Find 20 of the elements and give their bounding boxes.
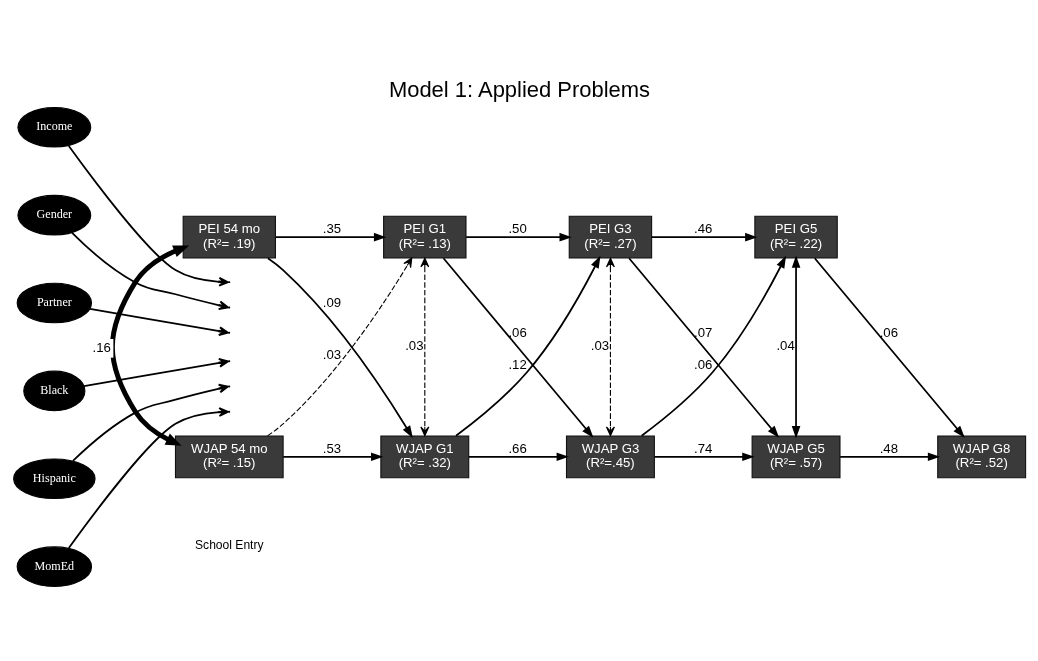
edge-label: .74 <box>693 441 712 457</box>
edge-label: .04 <box>775 338 795 354</box>
edge-label: .03 <box>404 338 424 354</box>
edge-label: .03 <box>590 338 609 354</box>
edge-label: .09 <box>322 295 341 310</box>
label: School Entry <box>194 537 264 552</box>
diagram-title: Model 1: Applied Problems <box>388 76 650 102</box>
edge-label: .06 <box>879 324 898 340</box>
edge-label: .16 <box>92 339 111 355</box>
edge-label: .48 <box>879 441 898 457</box>
edge-label: .46 <box>693 221 712 237</box>
edge-label: .50 <box>507 221 527 237</box>
edge-label: .12 <box>507 356 527 372</box>
edge-label: .07 <box>693 324 712 340</box>
edge-label: .53 <box>322 441 341 457</box>
edge-label: .06 <box>693 356 712 372</box>
edge-label: .66 <box>507 441 527 457</box>
edge-label: .03 <box>322 346 341 362</box>
edge-label: .06 <box>507 324 527 340</box>
edge-label: .35 <box>322 221 341 237</box>
